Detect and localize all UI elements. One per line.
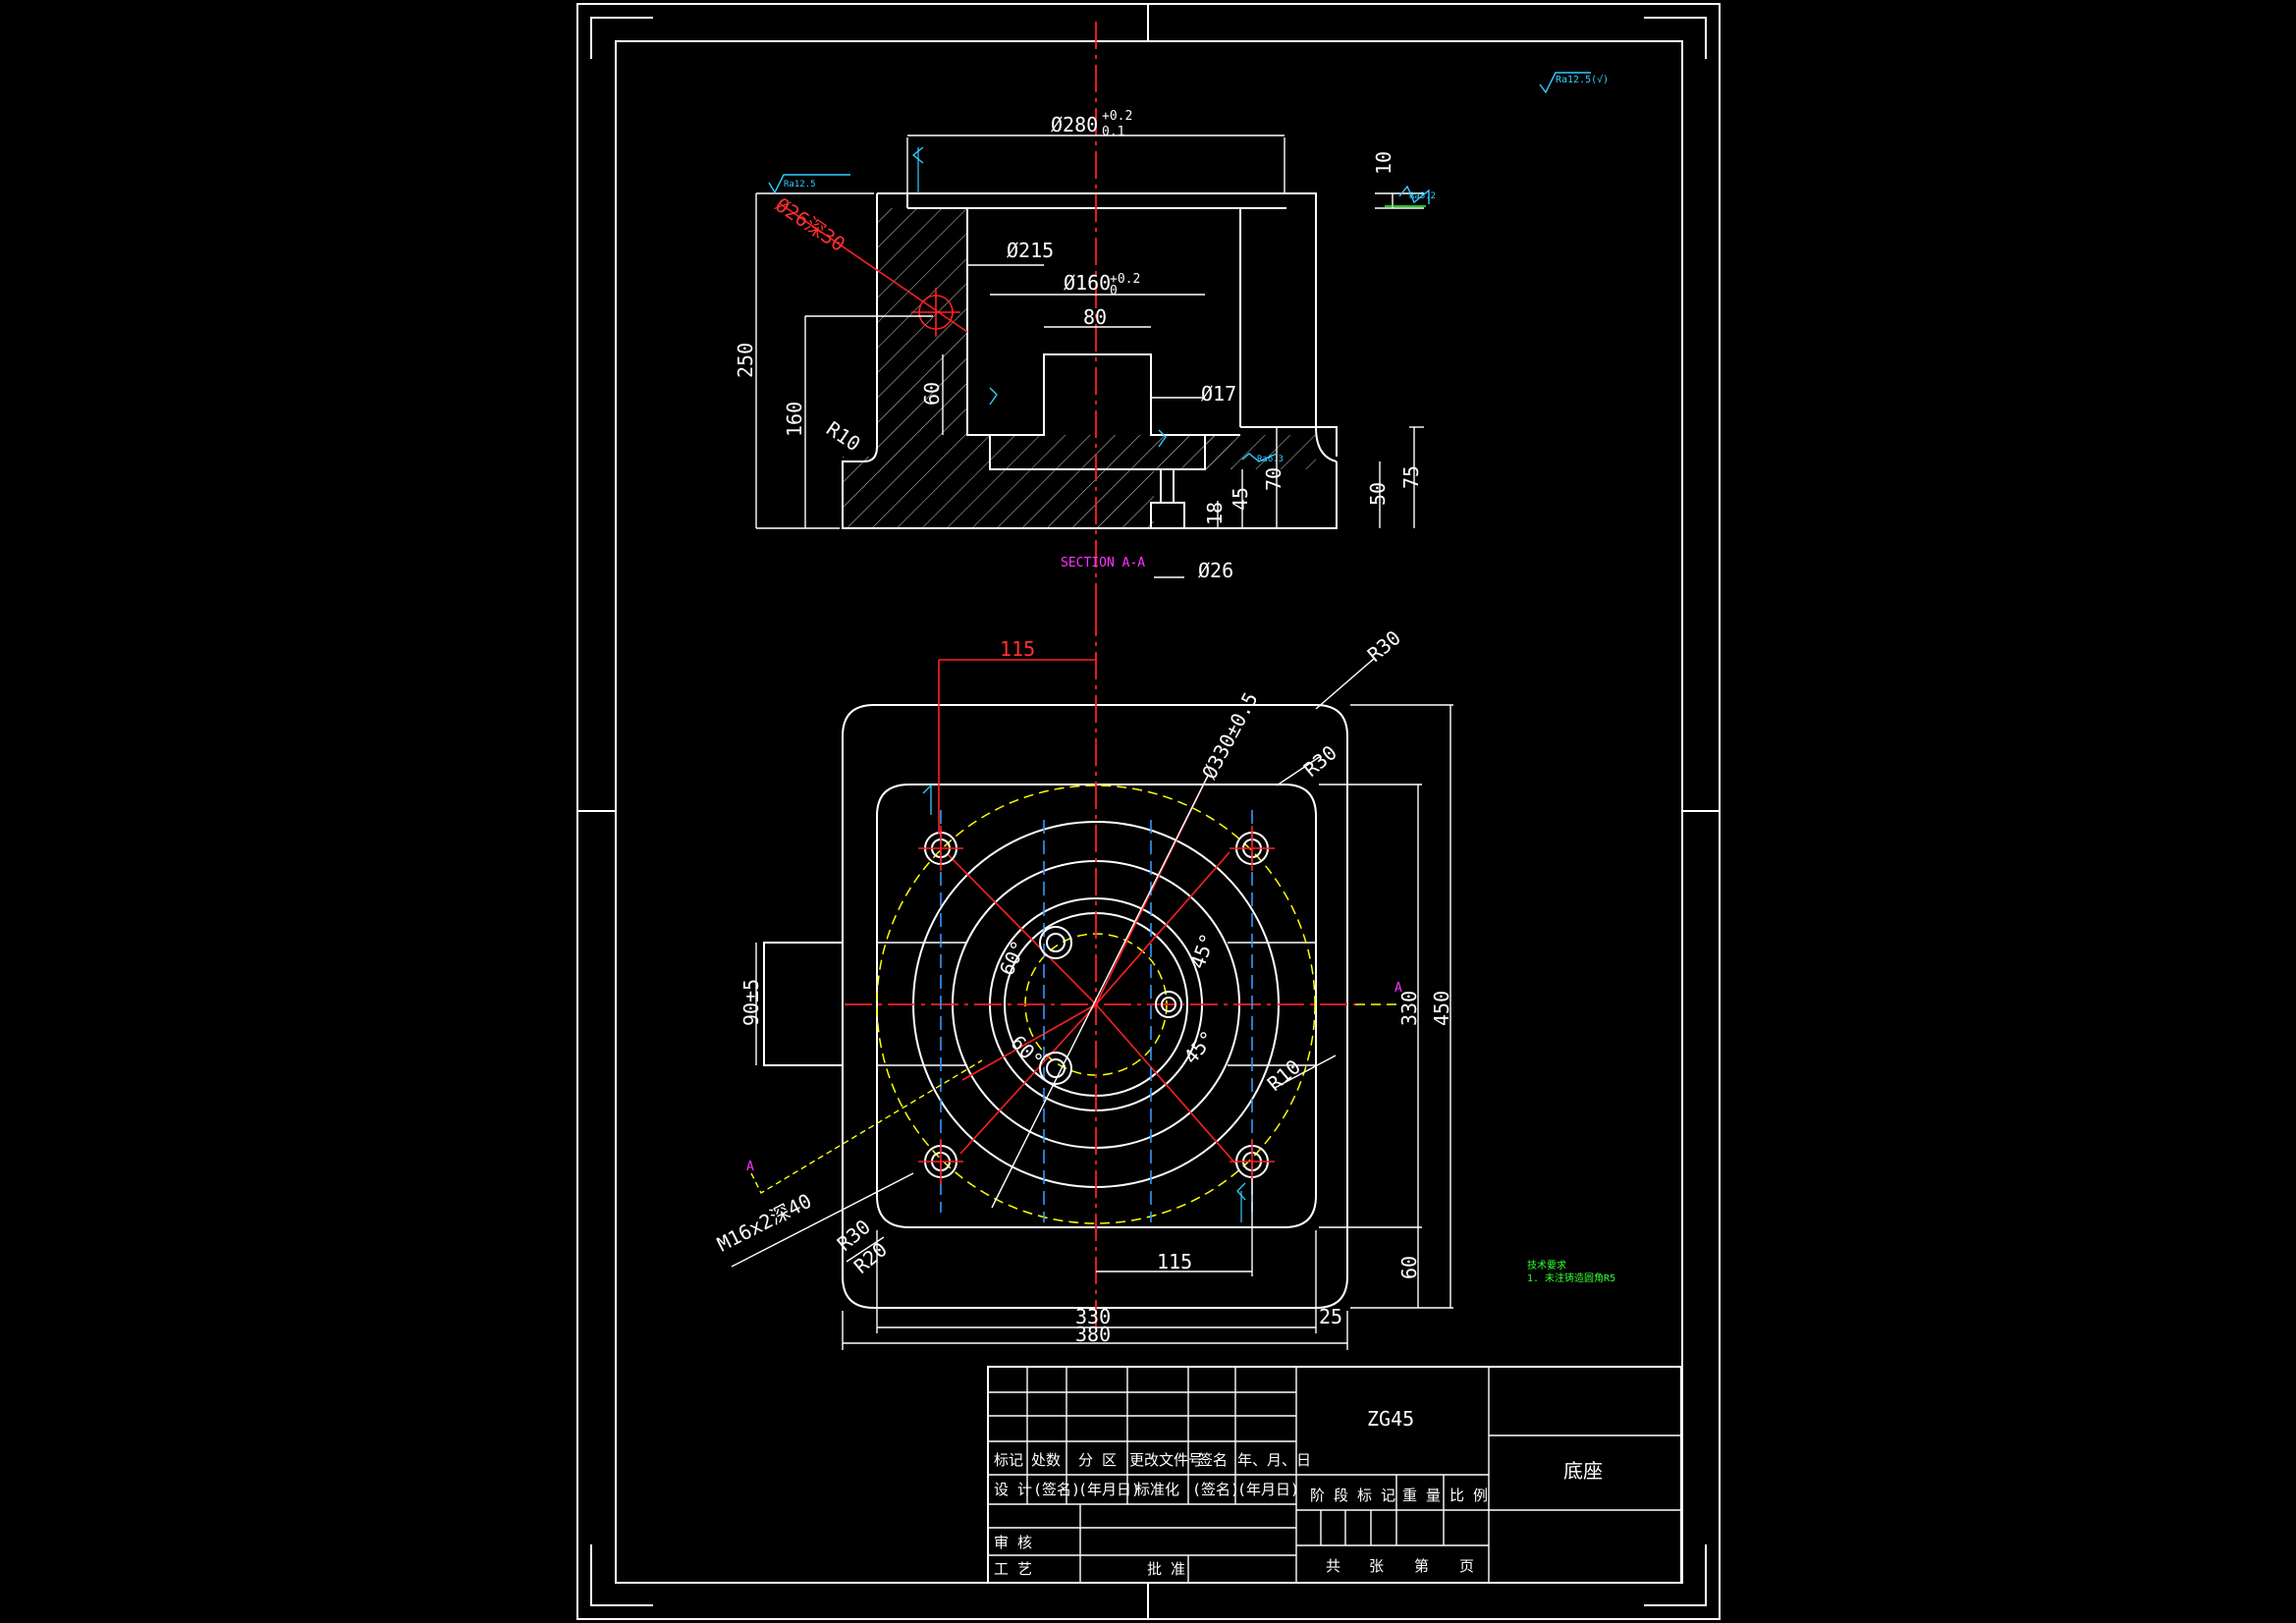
section-marker-left: A xyxy=(746,1160,754,1174)
tb-sheet-1: 张 xyxy=(1369,1557,1384,1575)
plan-roughness xyxy=(922,784,1246,1222)
tb-sheet-3: 页 xyxy=(1459,1557,1474,1575)
tb-design-0: 设 计 xyxy=(994,1481,1032,1498)
tb-sheet-2: 第 xyxy=(1414,1557,1429,1575)
tb-stage-0: 阶 段 标 记 xyxy=(1310,1487,1395,1504)
tb-row-label-3: 更改文件号 xyxy=(1129,1451,1203,1469)
title-block: ZG45 底座 标记 处数 分 区 更改文件号 签名 年、月、日 设 计 (签名… xyxy=(987,1366,1682,1584)
dim-h60-plan: 60 xyxy=(1397,1256,1421,1279)
dim-r30-a: R30 xyxy=(1363,625,1405,667)
material: ZG45 xyxy=(1367,1407,1414,1431)
dim-h10: 10 xyxy=(1372,151,1395,175)
dim-h160: 160 xyxy=(783,402,806,437)
technical-notes: 技术要求 1. 未注铸造圆角R5 xyxy=(1527,1259,1615,1284)
tb-sheet-0: 共 xyxy=(1326,1557,1340,1575)
tb-process: 工 艺 xyxy=(994,1560,1032,1578)
dim-d280: Ø280 xyxy=(1051,113,1098,136)
tb-row-label-0: 标记 xyxy=(994,1451,1023,1469)
section-view: Ø280 +0.2 0.1 Ø215 Ø160 +0.2 0 80 Ø17 Ø2… xyxy=(734,22,1609,609)
dim-d160: Ø160 xyxy=(1064,271,1111,295)
section-marker-right: A xyxy=(1394,981,1402,996)
dim-thread: M16x2深40 xyxy=(713,1189,815,1257)
tb-row-label-2: 分 区 xyxy=(1078,1451,1117,1469)
dim-r10: R10 xyxy=(822,416,864,456)
plan-view: A A 115 115 Ø330±0.5 R30 R30 R30 R20 R10… xyxy=(713,609,1453,1350)
dim-ang60-b: 60° xyxy=(1006,1031,1048,1073)
tb-design-2: (年月日) xyxy=(1078,1481,1140,1498)
dim-d26-hole: Ø26深30 xyxy=(771,192,849,256)
bolt-holes xyxy=(918,826,1275,1184)
dim-h250: 250 xyxy=(734,343,757,378)
svg-text:Ra3.2: Ra3.2 xyxy=(1409,191,1436,201)
tb-review: 审 核 xyxy=(994,1534,1032,1551)
tb-design-5: (年月日) xyxy=(1237,1481,1299,1498)
part-name: 底座 xyxy=(1563,1459,1603,1483)
dim-w330: 330 xyxy=(1075,1305,1111,1328)
hatched-section-left xyxy=(843,208,1232,528)
dim-r30-b: R30 xyxy=(1299,740,1341,782)
roughness-general: Ra12.5(√) xyxy=(1556,74,1609,85)
dim-slot: 90±5 xyxy=(739,979,763,1026)
tb-row-label-5: 年、月、日 xyxy=(1237,1451,1311,1469)
tb-design-3: 标准化 xyxy=(1135,1481,1179,1498)
svg-text:Ra12.5: Ra12.5 xyxy=(784,180,816,189)
tb-stage-1: 重 量 xyxy=(1402,1487,1441,1504)
dim-w80: 80 xyxy=(1083,305,1107,329)
dim-ang45-a: 45° xyxy=(1185,931,1220,972)
dim-d330-tol: Ø330±0.5 xyxy=(1197,688,1262,783)
dim-d160-tol: +0.2 xyxy=(1110,272,1140,287)
tb-stage-2: 比 例 xyxy=(1449,1487,1488,1504)
dim-w25: 25 xyxy=(1319,1305,1342,1328)
dim-d215: Ø215 xyxy=(1007,239,1054,262)
dim-h50: 50 xyxy=(1366,482,1390,506)
dim-d280-tol-low: 0.1 xyxy=(1102,125,1124,139)
roughness-symbols: Ra12.5 Ra3.2 Ra12.5(√) Ra6.3 xyxy=(768,72,1609,464)
dim-w380: 380 xyxy=(1075,1323,1111,1346)
svg-text:Ra6.3: Ra6.3 xyxy=(1257,455,1284,464)
notes-line-1: 1. 未注铸造圆角R5 xyxy=(1527,1271,1615,1284)
dim-d160-tol-low: 0 xyxy=(1110,284,1118,298)
tb-approve: 批 准 xyxy=(1147,1560,1185,1578)
dim-w115-top: 115 xyxy=(1000,637,1035,661)
dim-d26-bottom: Ø26 xyxy=(1198,559,1233,582)
dim-h60: 60 xyxy=(920,382,944,406)
tb-design-1: (签名) xyxy=(1033,1481,1080,1498)
sheet-frame xyxy=(576,3,1721,1620)
dim-w115-bottom: 115 xyxy=(1157,1250,1192,1273)
dim-h70: 70 xyxy=(1262,467,1285,491)
notes-title: 技术要求 xyxy=(1527,1259,1566,1271)
dim-ang60-a: 60° xyxy=(995,937,1031,979)
tb-row-label-1: 处数 xyxy=(1031,1451,1061,1469)
dim-h45: 45 xyxy=(1229,487,1252,511)
dim-h450: 450 xyxy=(1430,991,1453,1026)
tb-row-label-4: 签名 xyxy=(1198,1451,1228,1469)
dim-h330: 330 xyxy=(1397,991,1421,1026)
hatched-section-right xyxy=(1205,435,1316,469)
dim-h75: 75 xyxy=(1399,465,1423,489)
dim-d280-tol: +0.2 xyxy=(1102,109,1132,124)
dim-d17: Ø17 xyxy=(1201,382,1236,406)
tb-design-4: (签名) xyxy=(1192,1481,1239,1498)
section-label: SECTION A-A xyxy=(1061,556,1145,570)
dim-h18: 18 xyxy=(1203,502,1227,525)
